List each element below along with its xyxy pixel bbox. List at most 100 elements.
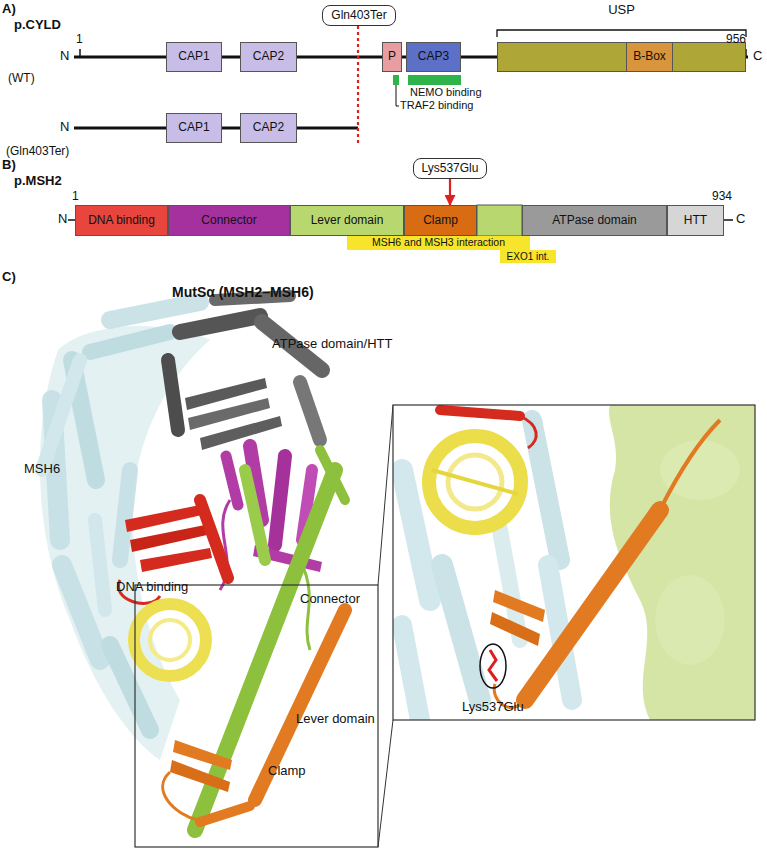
box-text: Lys537Glu — [422, 162, 479, 175]
clamp-helix — [255, 610, 345, 800]
domain-box: P — [382, 42, 402, 72]
panel-letter: B) — [2, 158, 16, 173]
dna-helix — [432, 470, 518, 494]
interaction-bar: MSH6 and MSH3 interaction — [347, 236, 530, 250]
binding-bar — [408, 75, 461, 85]
variant-label: (WT) — [8, 72, 35, 86]
panel-title: p.MSH2 — [14, 174, 62, 189]
position-number: 1 — [72, 190, 79, 204]
box-text: MSH6 and MSH3 interaction — [372, 237, 505, 249]
dna-helix — [150, 620, 190, 660]
domain-box: CAP3 — [406, 42, 461, 72]
mutation-callout: Lys537Glu — [413, 158, 487, 179]
domain-box: Connector — [168, 205, 290, 236]
domain-box: HTT — [667, 205, 724, 236]
msh6-surface — [40, 326, 210, 760]
panel-title: p.CYLD — [14, 18, 61, 33]
msh6-helix — [42, 360, 80, 470]
msh6-helix — [110, 302, 200, 320]
residue-label: Lys537Glu — [462, 700, 524, 715]
structure-label: Connector — [300, 592, 360, 607]
dna-binding-sheet — [140, 548, 212, 572]
msh6-helix — [402, 625, 420, 720]
clamp-sheet — [170, 760, 230, 792]
clamp-helix — [525, 510, 660, 700]
domain-bracket — [497, 30, 746, 37]
terminus-tick — [68, 219, 75, 221]
box-text: Connector — [201, 214, 256, 227]
lever-helix — [320, 450, 345, 500]
atpase-helix — [180, 316, 260, 332]
residue-circle — [480, 644, 506, 688]
position-number: 934 — [712, 190, 732, 204]
position-number: 1 — [76, 33, 83, 47]
structure-label: MSH6 — [24, 462, 60, 477]
domain-box: ATPase domain — [522, 205, 667, 236]
box-text: ATPase domain — [552, 214, 637, 227]
box-text: Gln403Ter — [331, 9, 386, 22]
position-number: 956 — [726, 33, 746, 47]
box-text: EXO1 int. — [507, 251, 550, 262]
dna-helix — [134, 604, 206, 676]
connector-helix — [226, 456, 238, 505]
box-text: Lever domain — [311, 214, 384, 227]
panel-title: MutSα (MSH2–MSH6) — [172, 284, 314, 300]
clamp-loop — [660, 420, 720, 510]
dna-helix — [429, 436, 521, 528]
truncation-line — [357, 26, 359, 146]
box-text: CAP1 — [178, 50, 209, 63]
binding-bar — [393, 75, 399, 85]
box-text: P — [388, 50, 396, 63]
box-text: Clamp — [423, 214, 458, 227]
inset-frame — [393, 405, 755, 720]
terminus-label: N — [60, 49, 69, 64]
box-text: CAP2 — [253, 121, 284, 134]
position-tick — [79, 49, 81, 57]
terminus-label: C — [753, 49, 762, 64]
domain-heading: USP — [498, 3, 745, 17]
terminus-label: C — [736, 212, 745, 227]
terminus-label: N — [60, 120, 69, 135]
msh6-helix — [120, 470, 130, 560]
lever-segment — [477, 205, 522, 236]
box-text: CAP2 — [253, 50, 284, 63]
domain-box: CAP2 — [240, 113, 297, 143]
box-text: B-Box — [633, 50, 666, 63]
structure-label: Lever domain — [296, 712, 375, 727]
variant-label: (Gln403Ter) — [6, 145, 69, 159]
msh6-helix — [95, 520, 105, 610]
box-text: DNA binding — [88, 214, 155, 227]
domain-box: USPB-Box — [497, 42, 746, 72]
structure-label: Clamp — [268, 764, 306, 779]
box-text: HTT — [684, 214, 707, 227]
atpase-helix — [168, 360, 178, 430]
domain-box: DNA binding — [75, 205, 168, 236]
lever-helix — [245, 470, 265, 560]
inset-background — [393, 405, 755, 720]
clamp-sheet — [490, 612, 540, 646]
clamp-helix — [200, 806, 250, 822]
msh6-helix — [90, 332, 170, 352]
panel-letter: C) — [2, 270, 16, 285]
mutation-arrow — [449, 179, 451, 205]
mutation-callout: Gln403Ter — [322, 5, 396, 26]
panel-letter: A) — [2, 2, 16, 17]
dna-binding-sheet — [130, 525, 207, 552]
domain-box: CAP2 — [240, 42, 297, 72]
connector-helix — [275, 456, 285, 545]
zoom-frame — [135, 585, 378, 847]
msh6-helix — [442, 565, 480, 700]
dna-binding-helix — [200, 500, 228, 578]
residue-stick — [489, 650, 497, 681]
structure-label: ATPase domain/HTT — [272, 337, 392, 352]
dna-binding-loop — [520, 416, 536, 448]
terminus-tick — [724, 219, 733, 221]
zoom-guide — [378, 405, 393, 585]
domain-box: Lever domain — [290, 205, 404, 236]
domain-box: Clamp — [404, 205, 477, 236]
leader-line — [396, 85, 399, 106]
atpase-sheet — [200, 416, 282, 450]
